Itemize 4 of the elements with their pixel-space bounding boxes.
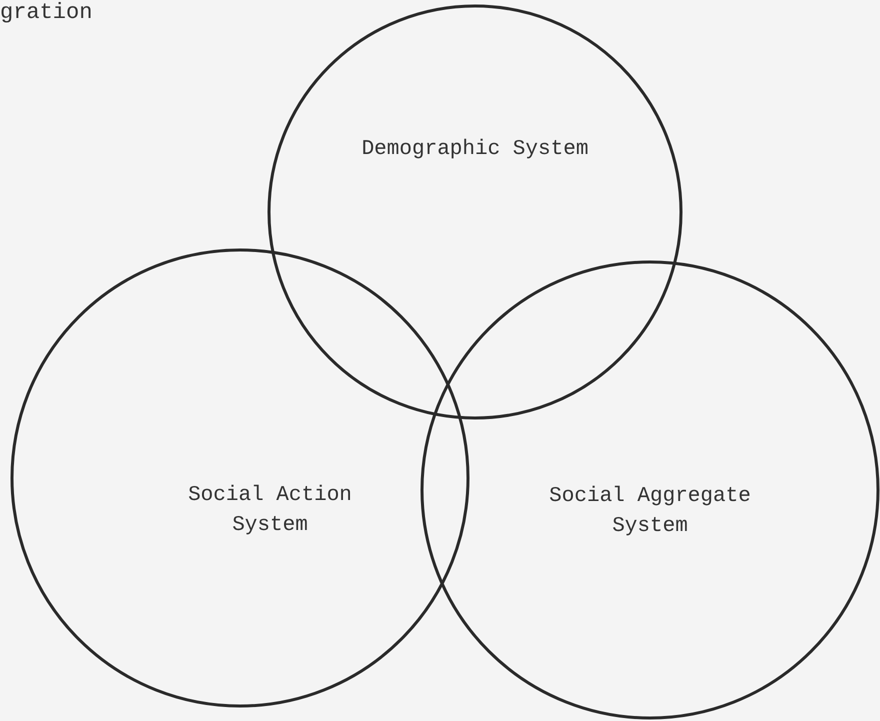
set-label: Social Aggregate System bbox=[548, 484, 752, 540]
heading-fragment: gration bbox=[0, 0, 92, 25]
set-label: Social Action System bbox=[187, 483, 353, 539]
set-label: Demographic System bbox=[360, 137, 590, 163]
